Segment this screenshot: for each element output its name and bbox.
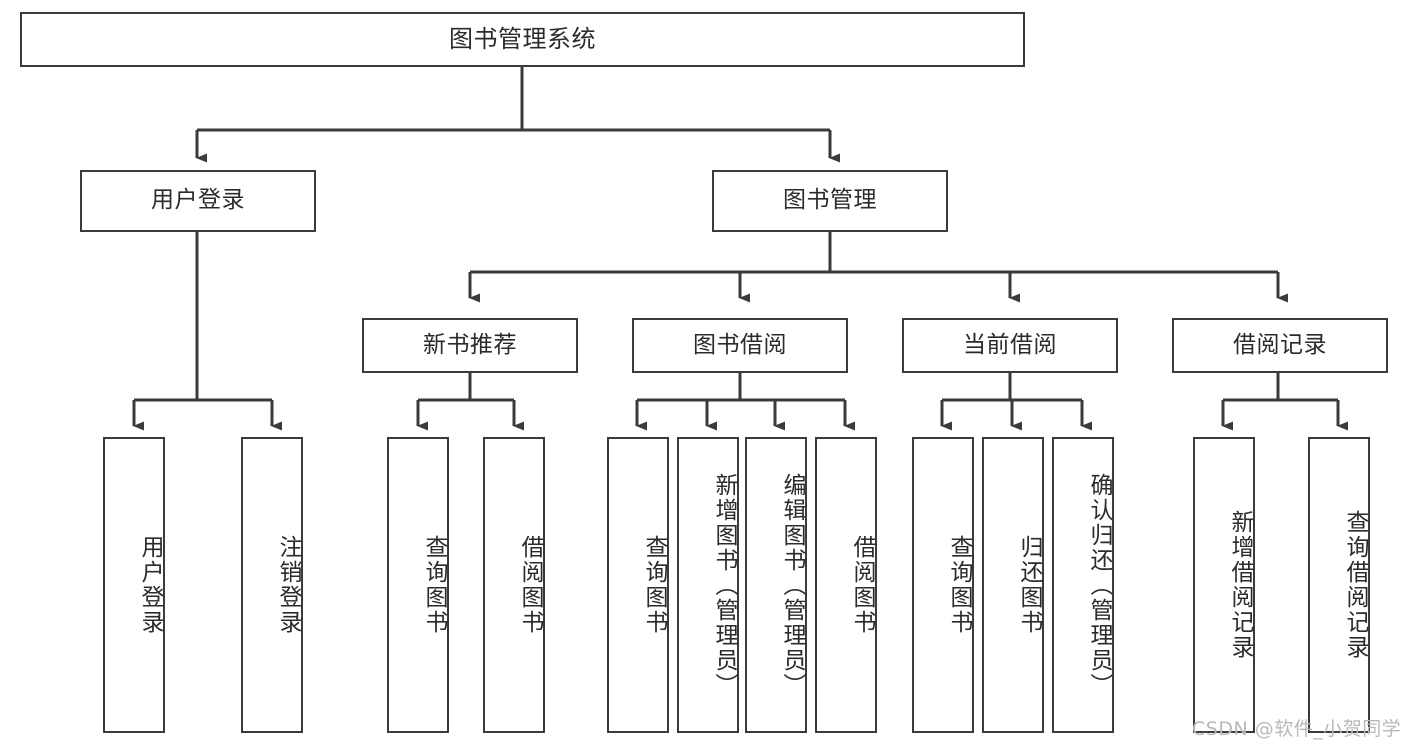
node-label: 图书借阅 — [693, 331, 787, 358]
node-label: 新书推荐 — [423, 331, 517, 358]
node-borrow-record[interactable]: 借阅记录 — [1172, 318, 1388, 373]
node-label: 新增借阅记录 — [1227, 510, 1253, 660]
node-label: 借阅图书 — [517, 535, 543, 635]
node-label: 查询图书 — [946, 535, 972, 635]
leaf-query-record[interactable]: 查询借阅记录 — [1308, 437, 1370, 733]
node-label: 图书管理 — [783, 187, 877, 214]
watermark: CSDN @软件_小贺同学 — [1192, 718, 1402, 740]
leaf-edit-book[interactable]: 编辑图书（管理员） — [745, 437, 807, 733]
node-label: 借阅图书 — [849, 535, 875, 635]
node-label: 用户登录 — [137, 535, 163, 635]
leaf-borrow-book-2[interactable]: 借阅图书 — [815, 437, 877, 733]
node-current-borrow[interactable]: 当前借阅 — [902, 318, 1118, 373]
node-label: 查询图书 — [641, 535, 667, 635]
node-label: 图书管理系统 — [449, 25, 596, 54]
node-label: 查询图书 — [421, 535, 447, 635]
leaf-query-book-3[interactable]: 查询图书 — [912, 437, 974, 733]
leaf-query-book-2[interactable]: 查询图书 — [607, 437, 669, 733]
leaf-confirm-return[interactable]: 确认归还（管理员） — [1052, 437, 1114, 733]
node-new-book-recommend[interactable]: 新书推荐 — [362, 318, 578, 373]
node-label: 编辑图书（管理员） — [779, 472, 805, 698]
leaf-return-book[interactable]: 归还图书 — [982, 437, 1044, 733]
leaf-borrow-book-1[interactable]: 借阅图书 — [483, 437, 545, 733]
node-user-login[interactable]: 用户登录 — [80, 170, 316, 232]
leaf-logout-login[interactable]: 注销登录 — [241, 437, 303, 733]
node-label: 当前借阅 — [963, 331, 1057, 358]
leaf-query-book-1[interactable]: 查询图书 — [387, 437, 449, 733]
node-label: 归还图书 — [1016, 535, 1042, 635]
node-book-borrow[interactable]: 图书借阅 — [632, 318, 848, 373]
leaf-add-record[interactable]: 新增借阅记录 — [1193, 437, 1255, 733]
node-label: 用户登录 — [151, 187, 245, 214]
node-label: 新增图书（管理员） — [711, 472, 737, 698]
node-root-system[interactable]: 图书管理系统 — [20, 12, 1025, 67]
node-label: 借阅记录 — [1233, 331, 1327, 358]
leaf-user-login[interactable]: 用户登录 — [103, 437, 165, 733]
node-label: 注销登录 — [275, 535, 301, 635]
node-label: 确认归还（管理员） — [1086, 472, 1112, 698]
node-book-management[interactable]: 图书管理 — [712, 170, 948, 232]
node-label: 查询借阅记录 — [1342, 510, 1368, 660]
leaf-add-book[interactable]: 新增图书（管理员） — [677, 437, 739, 733]
